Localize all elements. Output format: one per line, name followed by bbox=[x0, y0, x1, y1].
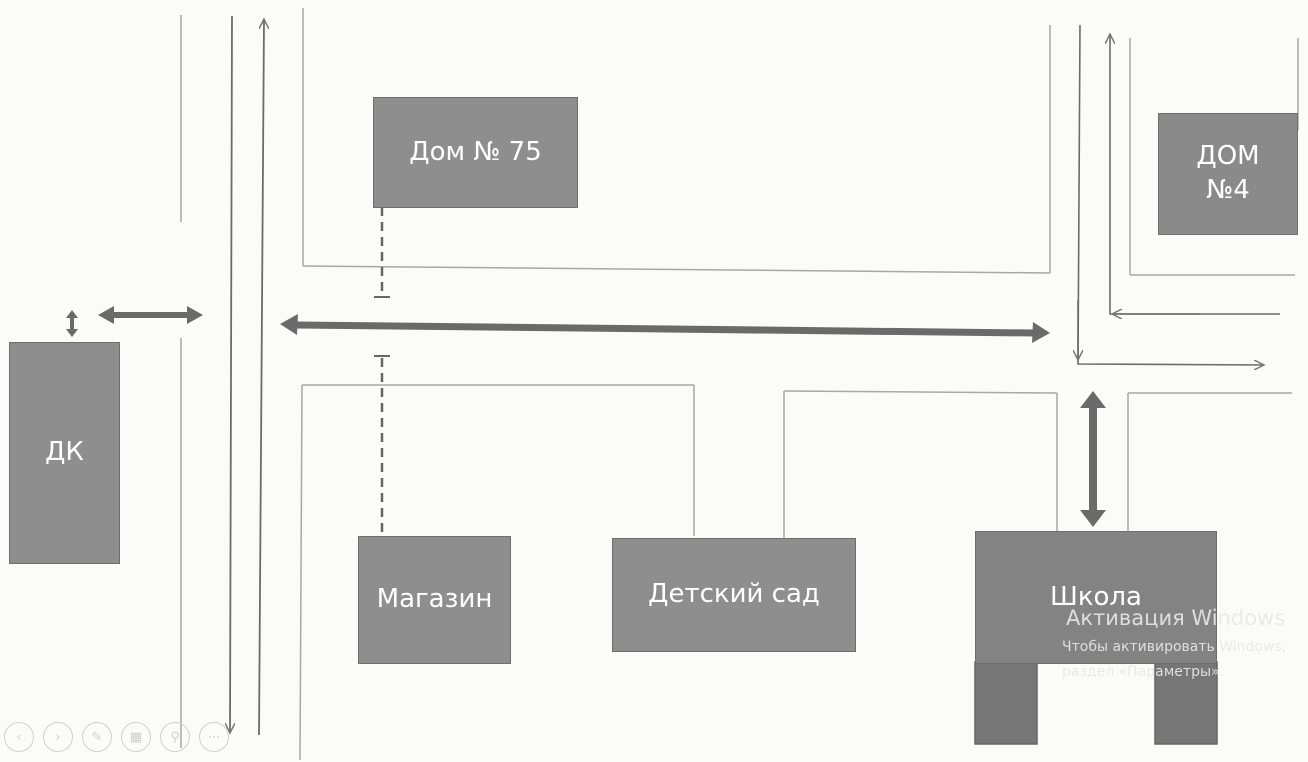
main-crossing-arrow bbox=[280, 314, 1050, 343]
activation-watermark-title: Активация Windows bbox=[1066, 606, 1286, 630]
house-4-label: ДОМ №4 bbox=[1196, 140, 1259, 208]
pen-icon[interactable]: ✎ bbox=[82, 722, 112, 752]
school-wing-right bbox=[1154, 661, 1218, 745]
down-right-arrow bbox=[1077, 24, 1264, 365]
road-line bbox=[302, 265, 1051, 274]
slideshow-toolbar: ‹ › ✎ ▦ ⚲ ⋯ bbox=[4, 722, 229, 752]
road-line bbox=[783, 390, 1058, 394]
dk-entrance-arrow bbox=[66, 310, 78, 337]
school-wing-left bbox=[974, 661, 1038, 745]
dk-crossing-arrow bbox=[98, 306, 203, 324]
more-icon[interactable]: ⋯ bbox=[199, 722, 229, 752]
house-4: ДОМ №4 bbox=[1158, 113, 1298, 235]
up-arrow bbox=[258, 19, 264, 736]
dk-label: ДК bbox=[45, 437, 84, 468]
school-label: Школа bbox=[1050, 581, 1142, 612]
house-4-label-line1: ДОМ bbox=[1196, 141, 1260, 172]
slides-icon[interactable]: ▦ bbox=[121, 722, 151, 752]
previous-icon[interactable]: ‹ bbox=[4, 722, 34, 752]
activation-watermark-line1: Чтобы активировать Windows, bbox=[1062, 639, 1287, 655]
next-icon[interactable]: › bbox=[43, 722, 73, 752]
kindergarten-label: Детский сад bbox=[648, 579, 820, 610]
up-left-arrow bbox=[1110, 34, 1280, 315]
zoom-icon[interactable]: ⚲ bbox=[160, 722, 190, 752]
shop-building: Магазин bbox=[358, 536, 511, 664]
house-75-label: Дом № 75 bbox=[409, 136, 542, 167]
down-arrow bbox=[230, 15, 232, 733]
shop-label: Магазин bbox=[376, 584, 493, 615]
house-4-label-line2: №4 bbox=[1206, 175, 1250, 205]
road-line bbox=[299, 384, 303, 761]
activation-watermark-line2: раздел «Параметры». bbox=[1062, 664, 1225, 680]
house-75: Дом № 75 bbox=[373, 97, 578, 208]
school-building: Школа bbox=[975, 531, 1217, 664]
dk-building: ДК bbox=[9, 342, 120, 564]
kindergarten-building: Детский сад bbox=[612, 538, 856, 652]
school-crossing-arrow bbox=[1080, 391, 1106, 527]
